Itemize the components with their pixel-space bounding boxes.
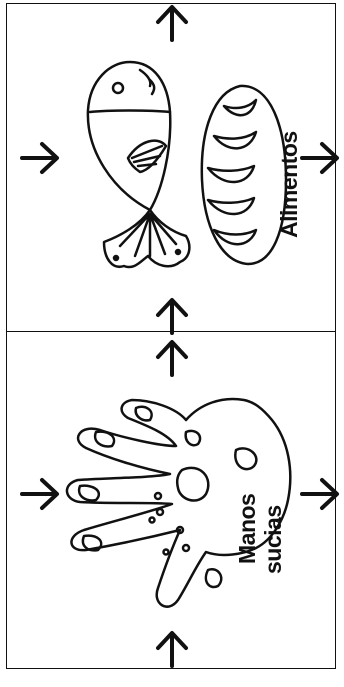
sucias-label: sucias [262, 505, 285, 574]
manos-label: Manos [236, 494, 259, 564]
left-bottom-right-arrow-icon [18, 474, 62, 514]
alimentos-label: Alimentos [278, 131, 301, 238]
bottom-up-arrow-icon [150, 628, 194, 668]
right-top-right-arrow-icon [298, 138, 342, 178]
left-top-right-arrow-icon [18, 138, 62, 178]
mid-up-arrow-icon [150, 295, 194, 335]
right-bottom-right-arrow-icon [298, 474, 342, 514]
mid2-up-arrow-icon [150, 337, 194, 377]
top-up-arrow-icon [150, 2, 194, 42]
card-frame [6, 3, 336, 669]
